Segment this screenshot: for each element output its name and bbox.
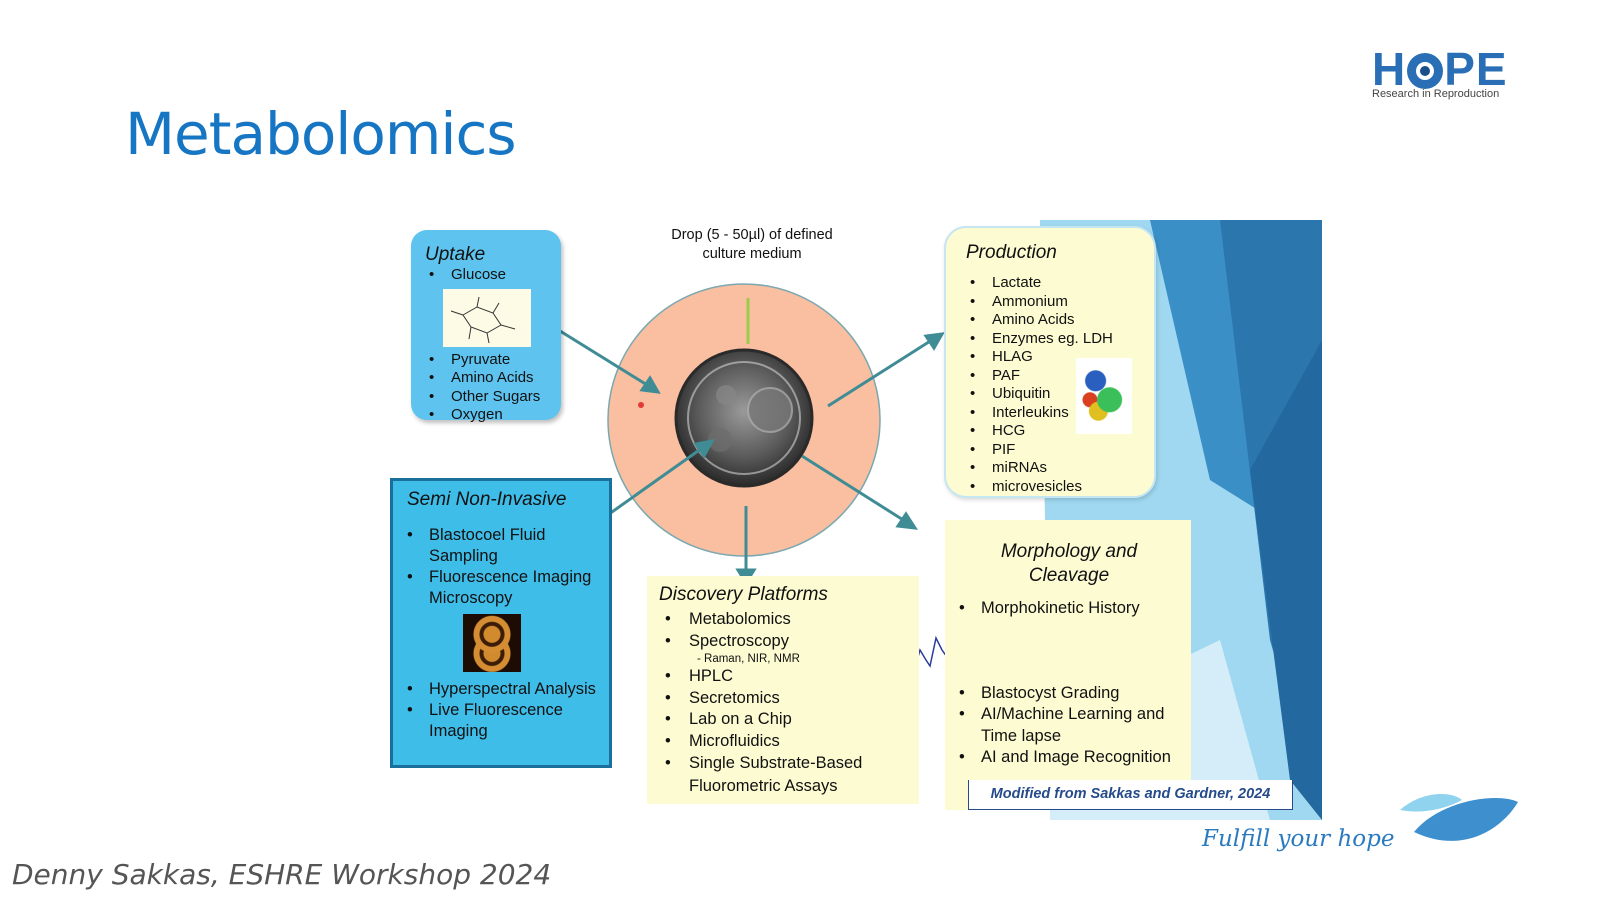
list-item: Oxygen: [425, 406, 551, 425]
spectroscopy-sub: - Raman, NIR, NMR: [697, 653, 800, 665]
morphology-list-more: Blastocyst Grading AI/Machine Learning a…: [955, 683, 1183, 769]
morphology-list: Morphokinetic History: [955, 598, 1183, 620]
list-item: PAF: [966, 367, 1142, 386]
list-item: Morphokinetic History: [955, 598, 1183, 620]
morphology-heading-line2: Cleavage: [1028, 565, 1110, 586]
list-item: Pyruvate: [425, 351, 551, 370]
list-item: Glucose: [425, 266, 551, 285]
list-item: microvesicles: [966, 478, 1142, 497]
list-item: Metabolomics: [659, 609, 911, 631]
slide-title: Metabolomics: [125, 100, 517, 168]
drop-label: Drop (5 - 50µl) of defined culture mediu…: [652, 226, 852, 264]
uptake-list: Glucose: [425, 266, 551, 285]
list-item: Ubiquitin: [966, 385, 1142, 404]
list-item: Enzymes eg. LDH: [966, 330, 1142, 349]
logo-subtitle: Research in Reproduction: [1372, 88, 1500, 100]
list-item: Other Sugars: [425, 388, 551, 407]
list-item: Fluorescence Imaging Microscopy: [407, 567, 599, 609]
list-item: Spectroscopy: [659, 631, 911, 653]
metabolomics-figure: Drop (5 - 50µl) of defined culture mediu…: [390, 220, 1322, 820]
figure-credit: Modified from Sakkas and Gardner, 2024: [968, 780, 1293, 810]
list-item: Lactate: [966, 274, 1142, 293]
list-item: miRNAs: [966, 459, 1142, 478]
list-item: Microfluidics: [659, 731, 911, 753]
production-list: Lactate Ammonium Amino Acids Enzymes eg.…: [966, 274, 1142, 496]
drop-label-line1: Drop (5 - 50µl) of defined: [671, 227, 833, 243]
list-item: Blastocyst Grading: [955, 683, 1183, 705]
list-item: AI/Machine Learning and Time lapse: [955, 704, 1183, 747]
list-item: Amino Acids: [966, 311, 1142, 330]
list-item: Blastocoel Fluid Sampling: [407, 525, 599, 567]
drop-label-line2: culture medium: [702, 246, 802, 262]
list-item: Live Fluorescence Imaging: [407, 700, 599, 742]
semi-non-invasive-box: Semi Non-Invasive Blastocoel Fluid Sampl…: [390, 478, 612, 768]
list-item: Amino Acids: [425, 369, 551, 388]
discovery-heading: Discovery Platforms: [659, 584, 828, 605]
author-credit: Denny Sakkas, ESHRE Workshop 2024: [12, 858, 552, 891]
list-item: HPLC: [659, 666, 911, 688]
fluorescence-image: [463, 614, 521, 672]
production-box: Production Lactate Ammonium Amino Acids …: [944, 226, 1156, 498]
production-heading: Production: [966, 242, 1057, 263]
semi-heading: Semi Non-Invasive: [407, 489, 567, 510]
tagline: Fulfill your hope: [1202, 826, 1395, 852]
bg-shape-darker: [1250, 340, 1322, 820]
list-item: Secretomics: [659, 688, 911, 710]
uptake-heading: Uptake: [425, 244, 486, 265]
protein-structure-image: [1076, 358, 1132, 434]
list-item: HCG: [966, 422, 1142, 441]
morphology-heading: Morphology and Cleavage: [955, 540, 1183, 588]
list-item: HLAG: [966, 348, 1142, 367]
discovery-platforms-box: Discovery Platforms Metabolomics Spectro…: [647, 576, 919, 804]
list-item: Single Substrate-Based Fluorometric Assa…: [659, 752, 879, 798]
glucose-structure-image: [443, 288, 531, 347]
list-item: Ammonium: [966, 293, 1142, 312]
leaf-logo-icon: [1400, 794, 1518, 841]
semi-list-more: Hyperspectral Analysis Live Fluorescence…: [407, 679, 599, 742]
list-item: Hyperspectral Analysis: [407, 679, 599, 700]
list-item: Lab on a Chip: [659, 709, 911, 731]
semi-list: Blastocoel Fluid Sampling Fluorescence I…: [407, 525, 599, 609]
arrows: [551, 324, 945, 586]
morphology-box: Morphology and Cleavage Morphokinetic Hi…: [945, 520, 1191, 810]
pointer-dot: [638, 402, 644, 408]
morphology-heading-line1: Morphology and: [1000, 541, 1138, 562]
uptake-box: Uptake Glucose Pyruvate Amino Acids Othe…: [411, 230, 561, 424]
list-item: Interleukins: [966, 404, 1142, 423]
embryo-image: [674, 348, 814, 488]
list-item: AI and Image Recognition: [955, 747, 1183, 769]
uptake-list-more: Pyruvate Amino Acids Other Sugars Oxygen: [425, 351, 551, 425]
discovery-list: Metabolomics Spectroscopy - Raman, NIR, …: [659, 609, 911, 798]
list-item: PIF: [966, 441, 1142, 460]
